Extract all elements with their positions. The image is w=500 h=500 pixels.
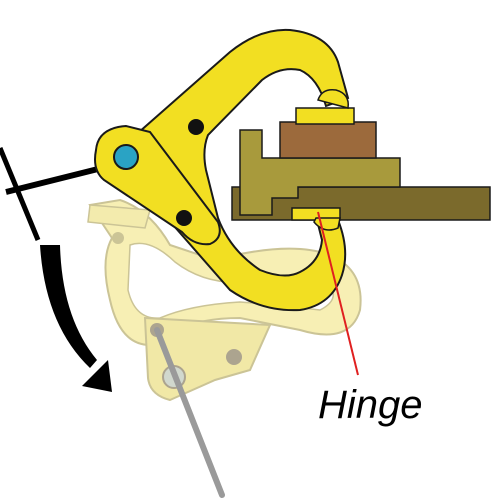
brown-block	[279, 121, 377, 159]
ghost-handle-rod	[154, 327, 225, 498]
upper-swivel-foot	[317, 88, 349, 109]
lower-swivel-foot	[313, 217, 341, 231]
ghost-rivet-icon	[112, 232, 124, 244]
hinge-label: Hinge	[318, 383, 423, 427]
workpiece-stack	[231, 107, 491, 221]
pivot-pin-icon	[113, 144, 139, 170]
rivet-icon	[176, 210, 192, 226]
clamp-frame	[128, 28, 350, 312]
jaw-bracket	[239, 129, 401, 216]
top-pad	[295, 107, 355, 125]
t-handle-icon	[0, 147, 103, 241]
main-clamp-closed-position	[94, 28, 350, 312]
rivet-icon	[188, 119, 204, 135]
hinge-callout: Hinge	[317, 211, 423, 427]
hinge-leader-line	[317, 211, 359, 376]
ghost-rivet-icon	[226, 349, 242, 365]
ghost-handle-grip	[87, 204, 151, 229]
curved-arrow-down-icon	[40, 245, 112, 392]
